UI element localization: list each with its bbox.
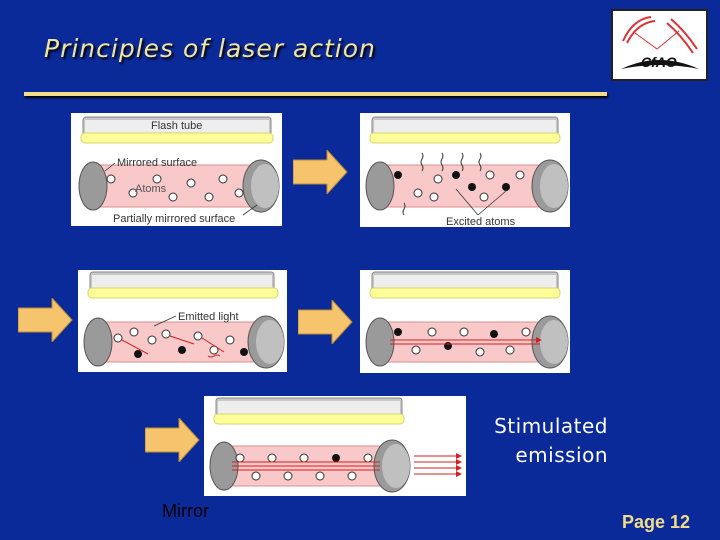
slide-title: Principles of laser action (44, 34, 376, 63)
caption-line-1: Stimulated (494, 414, 608, 438)
page-number: Page 12 (622, 512, 691, 532)
cfao-logo: CfAO (611, 9, 708, 81)
panel-light-bouncing (360, 270, 570, 373)
panel-atoms-ground-state: Flash tube Mirrored surface Atoms Partia… (71, 113, 282, 226)
caption-line-2: emission (515, 443, 608, 467)
arrow-right-icon (144, 416, 201, 467)
label-partially-mirrored: Partially mirrored surface (113, 213, 235, 225)
arrow-right-icon (17, 296, 74, 347)
arrow-right-icon (297, 298, 354, 349)
label-emitted-light: Emitted light (178, 311, 239, 323)
svg-text:CfAO: CfAO (641, 54, 677, 70)
arrow-right-icon (292, 148, 349, 199)
label-excited-atoms: Excited atoms (446, 216, 516, 227)
stimulated-emission-caption: Stimulated emission (480, 412, 608, 470)
label-atoms: Atoms (135, 183, 167, 195)
label-flash-tube: Flash tube (151, 120, 202, 132)
label-mirrored-surface: Mirrored surface (117, 157, 197, 169)
panel-stimulated-emission (204, 396, 466, 496)
label-mirror: Mirror (162, 501, 209, 521)
panel-emitted-light: Emitted light (78, 270, 287, 372)
panel-excited-atoms: Excited atoms (360, 113, 570, 227)
title-underline (24, 92, 607, 96)
